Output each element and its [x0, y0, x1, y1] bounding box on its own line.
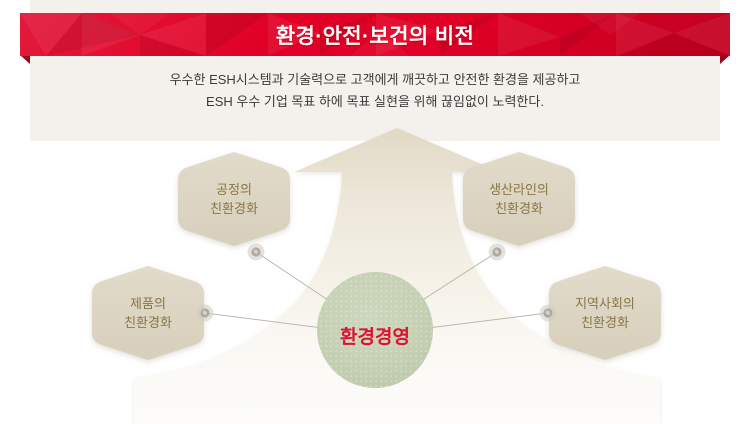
node-shape-process — [178, 152, 290, 246]
node-shapes — [92, 152, 661, 360]
node-shape-community — [549, 266, 661, 360]
vision-statement-line2: ESH 우수 기업 목표 하에 목표 실현을 위해 끊임없이 노력한다. — [206, 94, 544, 109]
connector-dot-community — [539, 304, 557, 322]
connector-line-community — [411, 312, 549, 331]
connector-dot-production-line — [488, 243, 506, 261]
banner-polygon-texture — [20, 13, 730, 56]
vision-statement-line1: 우수한 ESH시스템과 기술력으로 고객에게 깨끗하고 안전한 환경을 제공하고 — [169, 72, 581, 87]
banner-tail-right — [720, 55, 730, 64]
node-shape-production-line — [463, 152, 575, 246]
node-shape-product — [92, 266, 204, 360]
banner-body: 환경·안전·보건의 비전 — [20, 13, 730, 56]
core-circle — [317, 272, 433, 388]
banner-tail-left — [20, 55, 30, 64]
connector-dots — [196, 243, 557, 322]
vision-statement: 우수한 ESH시스템과 기술력으로 고객에게 깨끗하고 안전한 환경을 제공하고… — [30, 69, 720, 113]
vision-banner: 환경·안전·보건의 비전 — [20, 13, 730, 64]
connector-dot-process — [247, 243, 265, 261]
connector-dot-product — [196, 304, 214, 322]
banner-title: 환경·안전·보건의 비전 — [275, 24, 475, 48]
upward-growth-arrow — [134, 128, 660, 424]
connector-line-product — [204, 312, 339, 331]
